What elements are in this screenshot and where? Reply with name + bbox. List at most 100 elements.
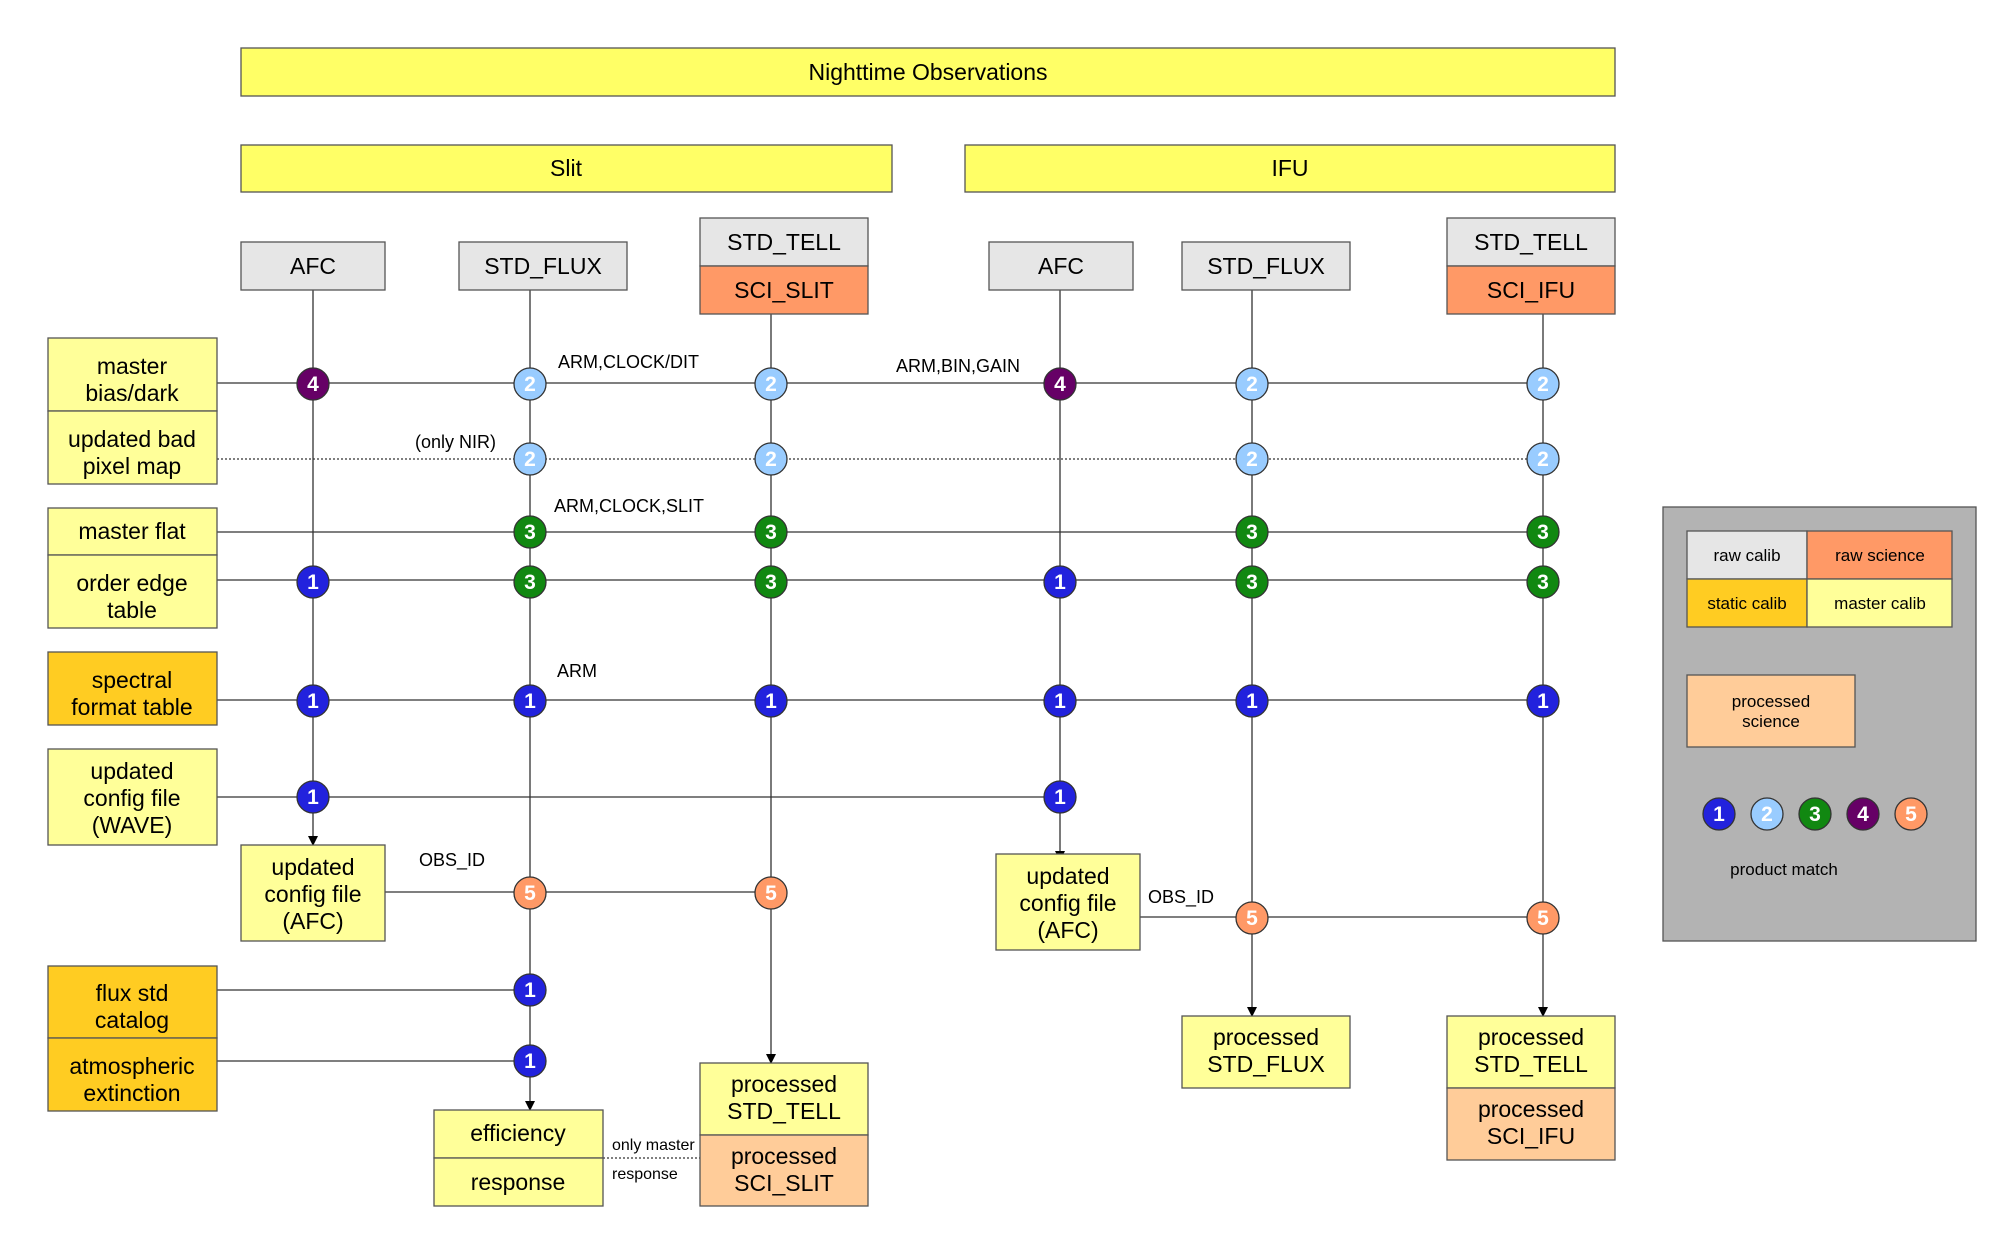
match-marker-order-ifu_std_tell-circle <box>1526 565 1560 599</box>
annotation-only-nir: (only NIR) <box>415 432 496 452</box>
match-marker-bias-slit_std_flux: 2 <box>513 367 547 401</box>
match-marker-order-ifu_std_flux: 3 <box>1235 565 1269 599</box>
match-marker-order-ifu_std_flux-circle <box>1235 565 1269 599</box>
raw-ifu-std-tell: STD_TELL <box>1446 217 1616 267</box>
match-marker-bias-slit_afc-number: 4 <box>307 373 319 396</box>
match-marker-order-slit_std_flux: 3 <box>513 565 547 599</box>
match-marker-bpm-ifu_std_tell-circle <box>1526 442 1560 476</box>
header-ifu: IFU <box>964 144 1616 193</box>
match-marker-order-slit_afc: 1 <box>296 565 330 599</box>
match-marker-spec-slit_afc-circle <box>296 684 330 718</box>
match-marker-bias-ifu_std_flux-number: 2 <box>1246 373 1258 396</box>
match-marker-spec-ifu_afc-number: 1 <box>1054 690 1066 713</box>
match-marker-fluxcat-slit_std_flux-circle <box>513 973 547 1007</box>
match-marker-spec-ifu_std_flux: 1 <box>1235 684 1269 718</box>
legend-raw-science: raw science <box>1806 530 1953 580</box>
annotation-arm-bin-gain: ARM,BIN,GAIN <box>896 356 1020 376</box>
match-marker-bias-ifu_std_flux: 2 <box>1235 367 1269 401</box>
legend-raw-calib-label: raw calib <box>1713 546 1780 565</box>
legend-match-dot-1-circle <box>1702 797 1736 831</box>
match-marker-spec-ifu_std_flux-circle <box>1235 684 1269 718</box>
match-marker-wave-slit_afc-circle <box>296 780 330 814</box>
raw-slit-sci: SCI_SLIT <box>699 265 869 315</box>
match-marker-flat-ifu_std_tell-circle <box>1526 515 1560 549</box>
match-marker-fluxcat-slit_std_flux-number: 1 <box>524 979 536 1002</box>
annotation-obs-id-ifu: OBS_ID <box>1148 887 1214 908</box>
match-marker-wave-slit_afc: 1 <box>296 780 330 814</box>
match-marker-bias-slit_afc: 4 <box>296 367 330 401</box>
match-marker-bias-ifu_afc-circle <box>1043 367 1077 401</box>
input-master-flat: master flat <box>47 507 218 556</box>
raw-ifu-sci: SCI_IFU <box>1446 265 1616 315</box>
match-marker-afc_ifu-ifu_std_flux-circle <box>1235 901 1269 935</box>
raw-ifu-afc-label: AFC <box>1038 253 1084 279</box>
legend-product-match-label: product match <box>1730 860 1838 879</box>
match-marker-order-ifu_std_tell: 3 <box>1526 565 1560 599</box>
legend-match-dot-3: 3 <box>1798 797 1832 831</box>
legend-match-dot-4-number: 4 <box>1857 803 1869 826</box>
match-marker-bpm-ifu_std_flux: 2 <box>1235 442 1269 476</box>
match-marker-bias-ifu_std_tell-circle <box>1526 367 1560 401</box>
match-marker-afc_ifu-ifu_std_tell-circle <box>1526 901 1560 935</box>
match-marker-spec-ifu_std_flux-number: 1 <box>1246 690 1258 713</box>
match-marker-flat-ifu_std_flux: 3 <box>1235 515 1269 549</box>
raw-slit-std-flux: STD_FLUX <box>458 241 628 291</box>
raw-ifu-sci-label: SCI_IFU <box>1487 277 1575 303</box>
header-ifu-label: IFU <box>1271 155 1308 181</box>
product-response-label: response <box>471 1169 566 1195</box>
match-marker-afc_ifu-ifu_std_flux-number: 5 <box>1246 907 1258 930</box>
match-marker-order-ifu_std_tell-number: 3 <box>1537 571 1549 594</box>
match-marker-order-slit_afc-number: 1 <box>307 571 319 594</box>
match-marker-flat-slit_std_flux-number: 3 <box>524 521 536 544</box>
match-marker-bpm-ifu_std_flux-circle <box>1235 442 1269 476</box>
match-marker-order-ifu_afc-number: 1 <box>1054 571 1066 594</box>
match-marker-bias-slit_std_flux-circle <box>513 367 547 401</box>
match-marker-bpm-slit_std_flux-circle <box>513 442 547 476</box>
match-marker-bias-slit_std_tell-circle <box>754 367 788 401</box>
raw-slit-sci-label: SCI_SLIT <box>734 277 834 303</box>
legend-match-dot-3-number: 3 <box>1809 803 1821 826</box>
legend-master-calib: master calib <box>1806 578 1953 628</box>
match-marker-order-ifu_std_flux-number: 3 <box>1246 571 1258 594</box>
match-marker-order-slit_std_tell: 3 <box>754 565 788 599</box>
match-marker-bpm-slit_std_tell: 2 <box>754 442 788 476</box>
raw-slit-std-tell-label: STD_TELL <box>727 229 841 255</box>
match-marker-order-slit_std_flux-circle <box>513 565 547 599</box>
product-efficiency-label: efficiency <box>470 1120 566 1146</box>
annotations: ARM,CLOCK/DIT ARM,BIN,GAIN (only NIR) AR… <box>415 352 1214 1183</box>
match-marker-flat-slit_std_flux: 3 <box>513 515 547 549</box>
match-marker-bias-slit_std_flux-number: 2 <box>524 373 536 396</box>
match-marker-afc_ifu-ifu_std_tell-number: 5 <box>1537 907 1549 930</box>
match-marker-spec-slit_afc-number: 1 <box>307 690 319 713</box>
match-marker-spec-ifu_afc-circle <box>1043 684 1077 718</box>
match-marker-fluxcat-slit_std_flux: 1 <box>513 973 547 1007</box>
match-marker-flat-ifu_std_flux-circle <box>1235 515 1269 549</box>
match-marker-bpm-ifu_std_flux-number: 2 <box>1246 448 1258 471</box>
match-marker-flat-ifu_std_tell-number: 3 <box>1537 521 1549 544</box>
match-marker-flat-ifu_std_flux-number: 3 <box>1246 521 1258 544</box>
match-marker-afc_slit-slit_std_flux-circle <box>513 876 547 910</box>
match-marker-bpm-ifu_std_tell: 2 <box>1526 442 1560 476</box>
legend-match-dot-1-number: 1 <box>1713 803 1725 826</box>
match-marker-spec-slit_std_flux: 1 <box>513 684 547 718</box>
legend-match-dot-4-circle <box>1846 797 1880 831</box>
match-marker-order-ifu_afc-circle <box>1043 565 1077 599</box>
match-marker-flat-slit_std_tell-number: 3 <box>765 521 777 544</box>
match-marker-wave-ifu_afc: 1 <box>1043 780 1077 814</box>
legend-raw-science-label: raw science <box>1835 546 1925 565</box>
